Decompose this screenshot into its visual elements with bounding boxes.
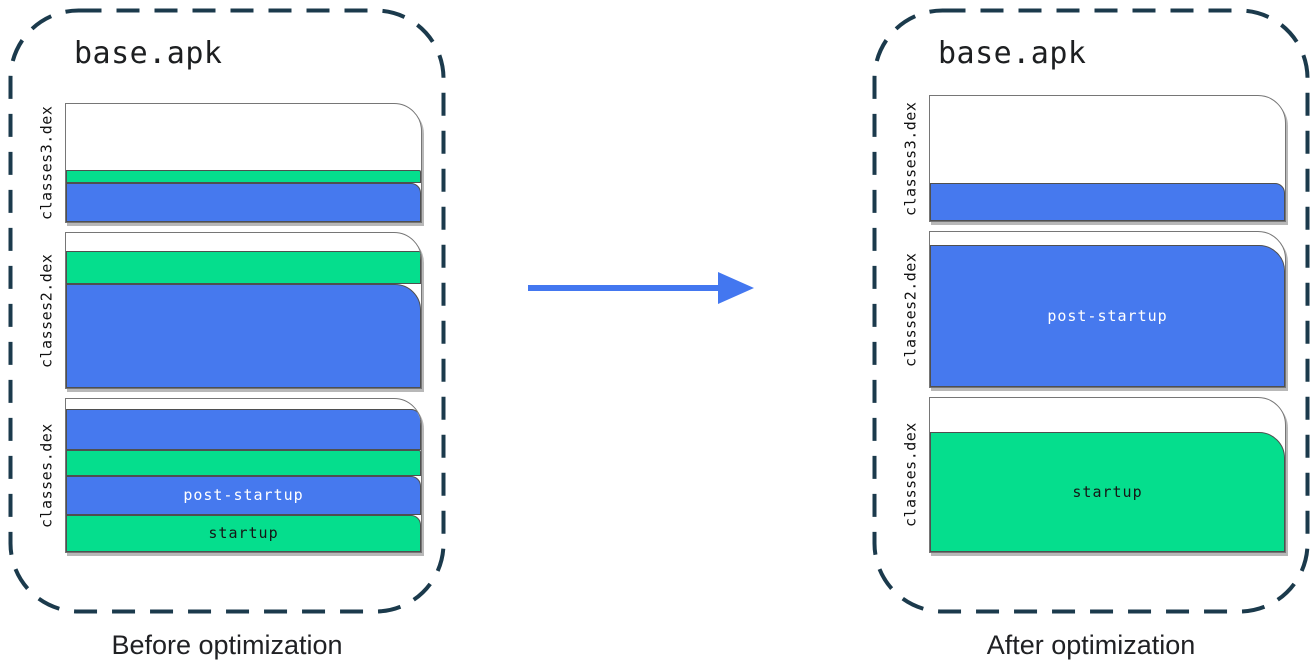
apk-title: base.apk <box>938 36 1087 71</box>
caption-after-optimization: After optimization <box>986 630 1196 660</box>
unused-space-band <box>66 104 421 170</box>
right-arrow-icon <box>528 272 754 304</box>
blue-code-band <box>66 284 421 388</box>
band-label: startup <box>208 524 279 542</box>
unused-space-band <box>66 399 421 409</box>
blue-code-band: post-startup <box>930 245 1285 387</box>
green-code-band <box>66 450 421 476</box>
caption-before-optimization: Before optimization <box>111 630 343 660</box>
unused-space-band <box>930 398 1285 432</box>
dex-file: classes.dex post-startup startup <box>28 398 422 553</box>
dex-file-page <box>65 103 422 223</box>
blue-code-band <box>930 183 1285 221</box>
panel-after-optimization: base.apk classes3.dex classes2.dex post-… <box>872 8 1310 614</box>
green-code-band <box>66 251 421 284</box>
unused-space-band <box>930 96 1285 183</box>
dex-file-label: classes.dex <box>901 422 920 528</box>
band-label: post-startup <box>183 486 304 504</box>
blue-code-band <box>66 409 421 450</box>
dex-file-page: post-startup <box>929 231 1286 388</box>
dex-file-page <box>929 95 1286 222</box>
dex-file: classes2.dex post-startup <box>892 231 1286 388</box>
file-stack: classes3.dex classes2.dex post-startup c… <box>892 95 1286 553</box>
dex-file-page: startup <box>929 397 1286 553</box>
dex-file-label: classes2.dex <box>37 253 56 368</box>
dex-file: classes.dex startup <box>892 397 1286 553</box>
dex-file: classes3.dex <box>892 95 1286 222</box>
panel-before-optimization: base.apk classes3.dex classes2.dex class… <box>8 8 446 614</box>
file-stack: classes3.dex classes2.dex classes.dex po… <box>28 103 422 553</box>
band-label: startup <box>1072 482 1143 501</box>
dex-file: classes2.dex <box>28 232 422 389</box>
dex-file: classes3.dex <box>28 103 422 223</box>
dex-file-label: classes2.dex <box>901 252 920 367</box>
apk-title: base.apk <box>74 36 223 71</box>
dex-file-label: classes3.dex <box>901 101 920 216</box>
dex-file-label: classes3.dex <box>37 105 56 221</box>
unused-space-band <box>930 232 1285 245</box>
blue-code-band: post-startup <box>66 476 421 515</box>
dex-file-page <box>65 232 422 389</box>
dex-file-page: post-startup startup <box>65 398 422 553</box>
green-code-band: startup <box>930 432 1285 552</box>
unused-space-band <box>66 233 421 251</box>
blue-code-band <box>66 183 421 222</box>
green-code-band: startup <box>66 515 421 552</box>
green-code-band <box>66 170 421 183</box>
dex-file-label: classes.dex <box>37 423 56 528</box>
band-label: post-startup <box>1047 306 1168 325</box>
